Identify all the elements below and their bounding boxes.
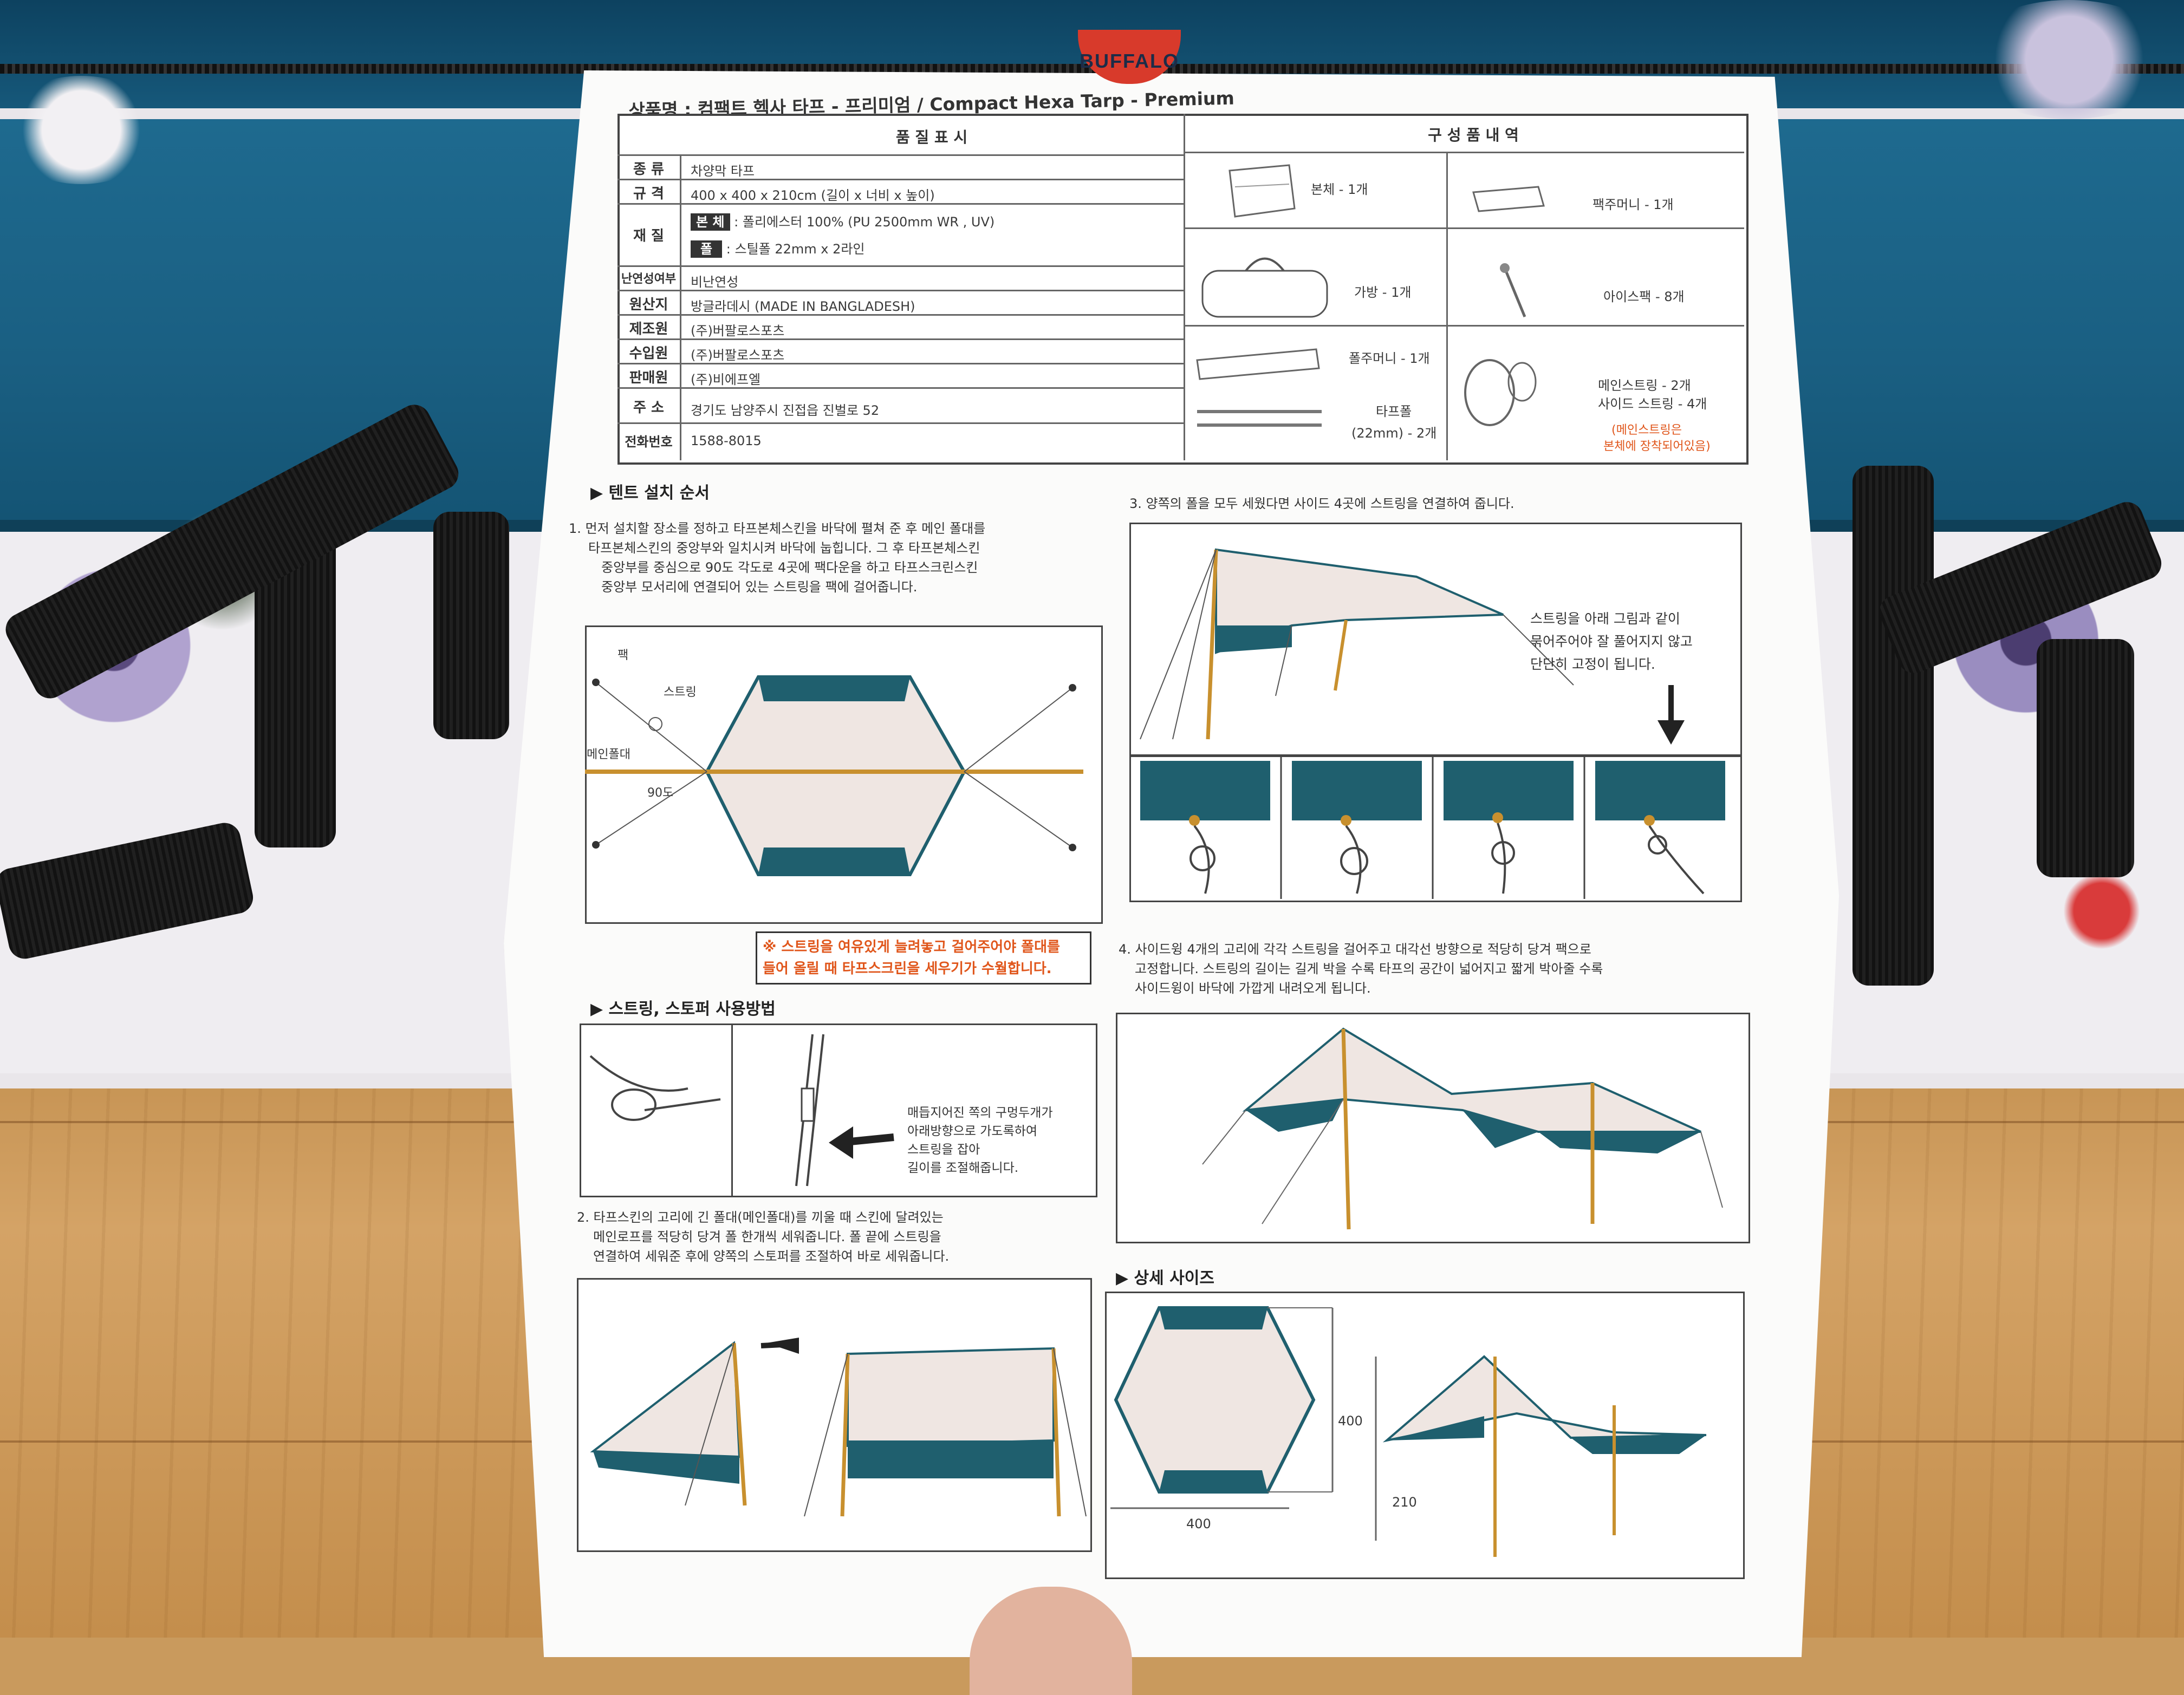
table-divider — [1446, 152, 1448, 460]
component-item: 타프폴 — [1376, 404, 1412, 419]
stopper-note: 매듭지어진 쪽의 구멍두개가 아래방향으로 가도록하여 스트링을 잡아 길이를 … — [907, 1106, 1053, 1175]
label-main-pole: 메인폴대 — [587, 748, 630, 761]
knot-step-1 — [1140, 761, 1270, 894]
spec-label: 원산지 — [629, 297, 668, 313]
stopper-diagram-frame — [580, 1023, 1097, 1197]
spec-label: 판매원 — [629, 370, 668, 386]
carry-bag-icon — [1201, 257, 1328, 318]
spec-value: 400 x 400 x 210cm (길이 x 너비 x 높이) — [691, 188, 935, 203]
step4-diagram — [1202, 1027, 1723, 1230]
knot-step-3 — [1444, 761, 1574, 894]
knot-step-4 — [1595, 761, 1725, 895]
flower-pattern — [2047, 868, 2156, 954]
spec-label: 재 질 — [633, 228, 664, 244]
spec-label: 규 격 — [633, 186, 664, 202]
material-tag: 폴 — [691, 240, 723, 258]
component-item: 가방 - 1개 — [1354, 285, 1412, 300]
spec-value: 경기도 남양주시 진접읍 진벌로 52 — [691, 403, 880, 418]
spec-value: (주)버팔로스포츠 — [691, 348, 785, 363]
material-pole: 폴 : 스틸폴 22mm x 2라인 — [691, 238, 865, 258]
size-height: 210 — [1392, 1495, 1417, 1510]
size-width: 400 — [1186, 1516, 1211, 1531]
spec-header: 품 질 표 시 — [895, 128, 968, 146]
step3-diagram — [1140, 548, 1685, 745]
bag-strap — [433, 512, 509, 739]
warning-note: ※ 스트링을 여유있게 늘려놓고 걸어주어야 폴대를 들어 올릴 때 타프스크린… — [756, 931, 1091, 985]
material-text: : 스틸폴 22mm x 2라인 — [726, 242, 865, 257]
spec-value: 1588-8015 — [691, 433, 762, 448]
component-note: (메인스트링은 — [1611, 423, 1682, 437]
step3-note: 스트링을 아래 그림과 같이 묶어주어야 잘 풀어지지 않고 단단히 고정이 됩… — [1530, 611, 1693, 672]
hexa-tarp-shape — [705, 675, 966, 876]
table-divider — [1184, 114, 1185, 460]
ice-peg-icon — [1500, 263, 1526, 317]
step1-diagram — [585, 675, 1083, 876]
spec-label: 종 류 — [633, 161, 664, 178]
component-item: 메인스트링 - 2개 — [1598, 378, 1691, 393]
table-divider — [618, 154, 1184, 156]
spec-label: 전화번호 — [625, 434, 673, 449]
component-item: (22mm) - 2개 — [1351, 426, 1437, 441]
spec-value: 차양막 타프 — [691, 164, 755, 179]
size-length: 400 — [1338, 1413, 1363, 1429]
spec-label: 주 소 — [633, 400, 664, 416]
knot-steps-diagram — [1140, 755, 1725, 899]
hexa-tarp-top-view — [1114, 1306, 1316, 1494]
step2-diagram — [590, 1338, 1087, 1517]
spec-label: 수입원 — [629, 345, 668, 362]
component-note: 본체에 장착되어있음) — [1603, 440, 1711, 453]
tarp-body-icon — [1228, 164, 1296, 218]
step4-text: 4. 사이드윙 4개의 고리에 각각 스트링을 걸어주고 대각선 방향으로 적당… — [1119, 942, 1603, 996]
spec-value: (주)버팔로스포츠 — [691, 323, 785, 338]
material-body: 본 체 : 폴리에스터 100% (PU 2500mm WR , UV) — [691, 211, 995, 231]
components-icons — [1196, 164, 1545, 427]
install-heading: ▶ 텐트 설치 순서 — [590, 484, 710, 503]
table-divider — [1184, 325, 1744, 327]
bag-strap — [2037, 639, 2134, 877]
knot-step-2 — [1292, 761, 1422, 894]
step1-text: 1. 먼저 설치할 장소를 정하고 타프본체스킨을 바닥에 펼쳐 준 후 메인 … — [569, 521, 986, 595]
brand-logo: BUFFALO — [1080, 50, 1179, 72]
tarp-pole-icon — [1197, 410, 1322, 427]
component-item: 사이드 스트링 - 4개 — [1598, 396, 1707, 412]
component-item: 폴주머니 - 1개 — [1349, 351, 1430, 366]
bag-strap — [1852, 466, 1934, 986]
peg-bag-icon — [1472, 186, 1545, 212]
table-divider — [1184, 227, 1744, 229]
stopper-heading: ▶ 스트링, 스토퍼 사용방법 — [590, 1000, 776, 1019]
string-icon — [1464, 359, 1537, 426]
size-heading: ▶ 상세 사이즈 — [1116, 1269, 1214, 1288]
label-string: 스트링 — [664, 686, 697, 699]
step2-text: 2. 타프스킨의 고리에 긴 폴대(메인폴대)를 끼울 때 스킨에 달려있는 메… — [577, 1210, 950, 1264]
label-angle: 90도 — [647, 786, 674, 800]
bag-pocket-print — [0, 76, 162, 184]
component-item: 아이스팩 - 8개 — [1603, 289, 1685, 304]
panel-divider — [731, 1023, 733, 1196]
material-tag: 본 체 — [691, 213, 730, 231]
spec-value: 비난연성 — [691, 275, 739, 290]
label-peg: 팩 — [618, 649, 629, 662]
spec-label: 난연성여부 — [621, 272, 677, 286]
size-diagram — [1110, 1306, 1707, 1557]
component-item: 본체 - 1개 — [1311, 182, 1368, 197]
spec-value: (주)비에프엘 — [691, 372, 761, 387]
spec-table — [618, 114, 1748, 465]
step3-text: 3. 양쪽의 폴을 모두 세웠다면 사이드 4곳에 스트링을 연결하여 줍니다. — [1129, 496, 1514, 511]
components-header: 구 성 품 내 역 — [1428, 126, 1519, 144]
material-text: : 폴리에스터 100% (PU 2500mm WR , UV) — [734, 214, 995, 230]
spec-label: 제조원 — [629, 321, 668, 337]
component-item: 팩주머니 - 1개 — [1592, 197, 1674, 212]
spec-value: 방글라데시 (MADE IN BANGLADESH) — [691, 299, 915, 314]
stopper-diagram — [589, 1034, 894, 1186]
table-divider — [680, 154, 681, 460]
pole-bag-icon — [1196, 348, 1320, 380]
bag-pocket-print — [1961, 0, 2178, 119]
table-divider — [1184, 152, 1744, 153]
